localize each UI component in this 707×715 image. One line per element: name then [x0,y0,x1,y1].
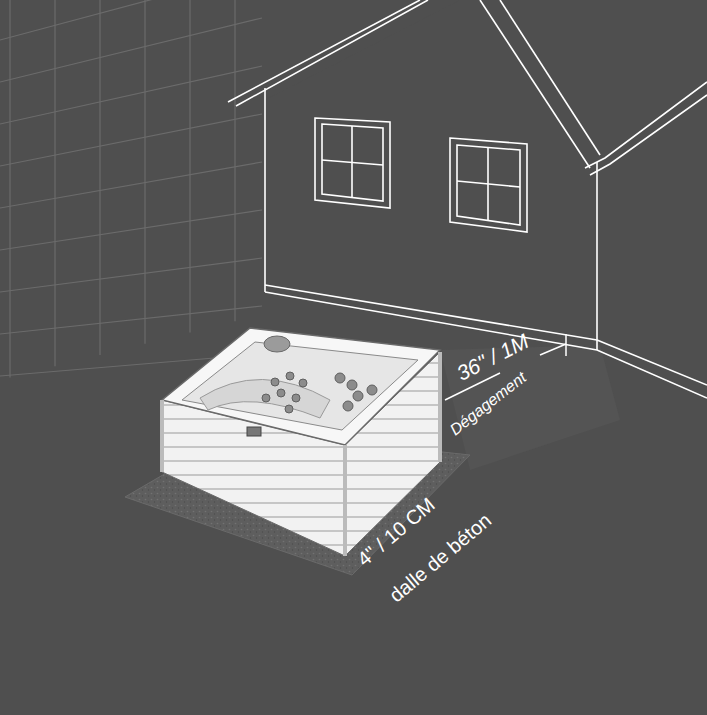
window [315,118,390,208]
tile-wall [0,0,262,378]
window [450,138,527,232]
